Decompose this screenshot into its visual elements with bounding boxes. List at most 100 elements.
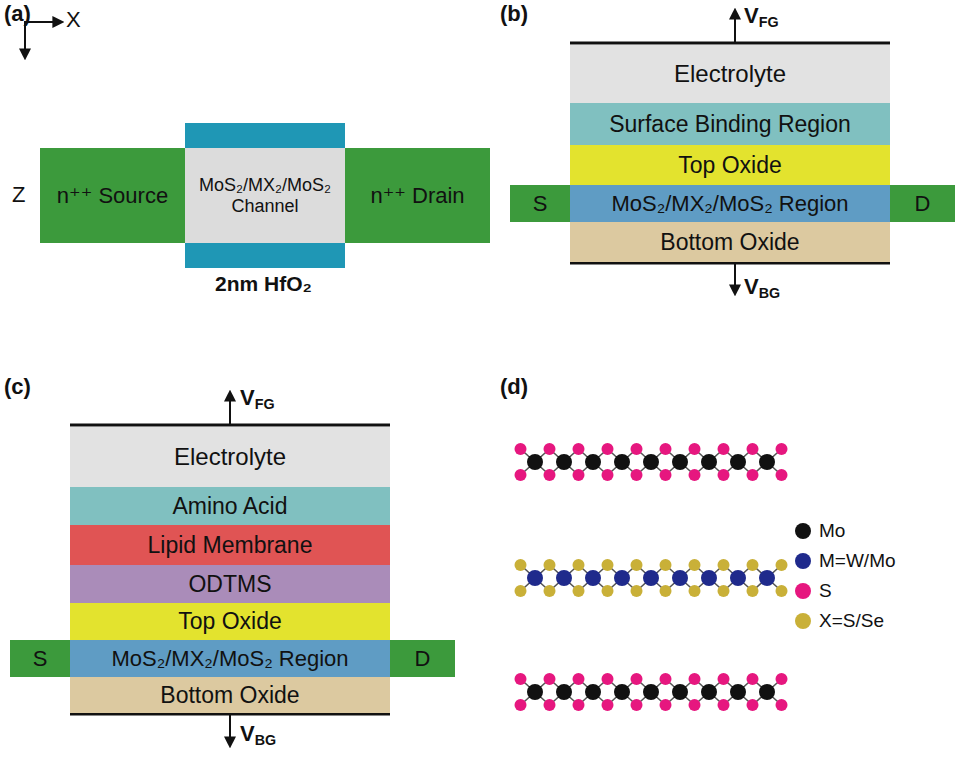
legend-text: M=W/Mo (819, 550, 896, 572)
metal-atom (527, 570, 543, 586)
back-gate-arrow (734, 264, 736, 294)
metal-atom (614, 684, 630, 700)
tmd-layer (515, 673, 788, 711)
chalcogen-atom (776, 469, 788, 481)
legend-swatch (795, 613, 811, 629)
node-text: Bottom Oxide (160, 682, 299, 708)
chalcogen-atom (747, 559, 759, 571)
node-text: S (33, 646, 48, 671)
chalcogen-atom (631, 699, 643, 711)
chalcogen-atom (776, 585, 788, 597)
chalcogen-atom (718, 559, 730, 571)
legend-swatch (795, 523, 811, 539)
chalcogen-atom (544, 443, 556, 455)
tmd-layer (515, 443, 788, 481)
channel-layer: MoS₂/MX₂/MoS₂ Region (70, 640, 390, 677)
chalcogen-atom (747, 443, 759, 455)
node-text: D (415, 646, 431, 671)
chalcogen-atom (631, 585, 643, 597)
metal-atom (643, 454, 659, 470)
legend-entry: X=S/Se (795, 610, 884, 632)
chalcogen-atom (747, 673, 759, 685)
front-gate-arrow (229, 392, 231, 424)
channel-layer: MoS₂/MX₂/MoS₂ Region (570, 185, 890, 222)
chalcogen-atom (718, 585, 730, 597)
metal-atom (614, 454, 630, 470)
chalcogen-atom (689, 469, 701, 481)
chalcogen-atom (631, 443, 643, 455)
chalcogen-atom (544, 673, 556, 685)
binding-layer: Surface Binding Region (570, 103, 890, 145)
chalcogen-atom (573, 673, 585, 685)
metal-atom (672, 570, 688, 586)
metal-atom (701, 570, 717, 586)
node-text: ODTMS (188, 571, 271, 597)
chalcogen-atom (602, 443, 614, 455)
chalcogen-atom (544, 585, 556, 597)
z-axis-arrow (24, 21, 26, 58)
chalcogen-atom (747, 469, 759, 481)
metal-atom (672, 684, 688, 700)
legend-text: S (819, 580, 832, 602)
node-text: n⁺⁺ Drain (370, 183, 464, 208)
chalcogen-atom (660, 559, 672, 571)
chalcogen-atom (602, 469, 614, 481)
chalcogen-atom (544, 699, 556, 711)
chalcogen-atom (660, 673, 672, 685)
chalcogen-atom (660, 699, 672, 711)
tmd-layer (515, 559, 788, 597)
metal-atom (730, 570, 746, 586)
chalcogen-atom (515, 443, 527, 455)
metal-atom (759, 454, 775, 470)
chalcogen-atom (573, 559, 585, 571)
chalcogen-atom (660, 585, 672, 597)
axis-label: X (66, 8, 81, 32)
chalcogen-atom (718, 469, 730, 481)
source-contact: S (510, 185, 570, 222)
gate-voltage: VFG (744, 4, 779, 31)
node-text: MoS₂/MX₂/MoS₂ Region (611, 191, 848, 216)
chalcogen-atom (573, 443, 585, 455)
node-text: Electrolyte (674, 60, 786, 88)
chalcogen-atom (515, 469, 527, 481)
chalcogen-atom (776, 443, 788, 455)
panel-letter: (a) (4, 2, 31, 26)
electrolyte-layer: Electrolyte (70, 427, 390, 487)
chalcogen-atom (747, 585, 759, 597)
hfo2-bottom-band (185, 243, 345, 268)
metal-atom (759, 684, 775, 700)
panel-letter: (c) (4, 375, 31, 399)
metal-atom (643, 684, 659, 700)
bottom-oxide-layer: Bottom Oxide (70, 677, 390, 713)
electrolyte-layer: Electrolyte (570, 45, 890, 103)
chalcogen-atom (660, 469, 672, 481)
chalcogen-atom (776, 673, 788, 685)
node-text: Surface Binding Region (609, 111, 851, 137)
node-text: D (915, 191, 931, 216)
back-gate-arrow (229, 715, 231, 746)
front-gate-arrow (734, 10, 736, 42)
drain-contact: D (390, 640, 455, 677)
chalcogen-atom (689, 585, 701, 597)
node-text: Top Oxide (178, 608, 282, 634)
legend-text: X=S/Se (819, 610, 884, 632)
hfo2-top-band (185, 123, 345, 148)
drain-contact: D (890, 185, 955, 222)
legend-entry: S (795, 580, 832, 602)
chalcogen-atom (602, 585, 614, 597)
chalcogen-atom (573, 699, 585, 711)
node-text: Top Oxide (678, 152, 782, 178)
legend-entry: Mo (795, 520, 845, 542)
chalcogen-atom (689, 673, 701, 685)
source-contact: n⁺⁺ Source (40, 148, 185, 243)
bottom-oxide-layer: Bottom Oxide (570, 222, 890, 262)
gate-voltage: VBG (240, 722, 276, 749)
chalcogen-atom (747, 699, 759, 711)
chalcogen-atom (631, 673, 643, 685)
metal-atom (672, 454, 688, 470)
node-text: S (533, 191, 548, 216)
panel-letter: (d) (500, 375, 528, 399)
metal-atom (585, 684, 601, 700)
top-oxide-layer: Top Oxide (70, 603, 390, 640)
top-oxide-layer: Top Oxide (570, 145, 890, 185)
